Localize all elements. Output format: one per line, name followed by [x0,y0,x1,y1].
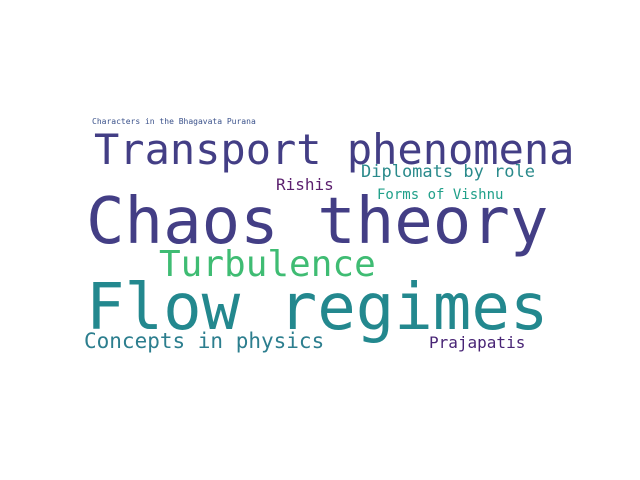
word-forms-of-vishnu: Forms of Vishnu [377,187,504,203]
word-concepts-in-physics: Concepts in physics [84,329,325,353]
word-prajapatis: Prajapatis [429,333,526,352]
word-flow-regimes: Flow regimes [86,271,549,345]
word-characters-in-the-bhagavata-purana: Characters in the Bhagavata Purana [92,117,256,126]
word-transport-phenomena: Transport phenomena [94,125,575,174]
word-chaos-theory: Chaos theory [86,185,549,259]
word-rishis: Rishis [276,175,334,194]
word-diplomats-by-role: Diplomats by role [361,162,535,182]
word-turbulence: Turbulence [159,244,376,285]
